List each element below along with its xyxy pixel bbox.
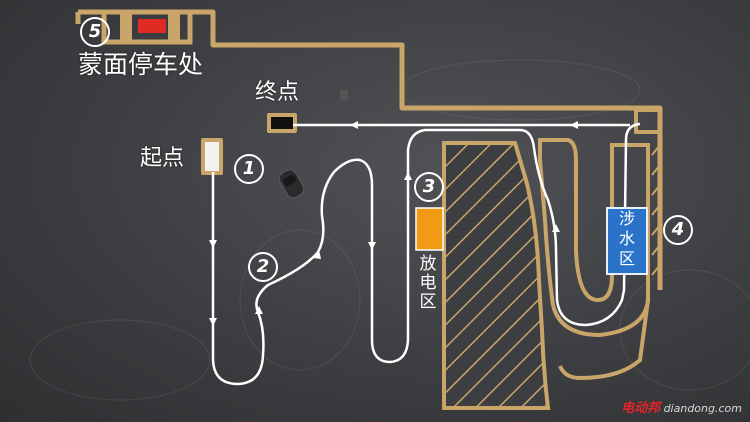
water-zone-char-1: 涉 <box>618 209 635 228</box>
edge-ticks <box>651 144 661 276</box>
finish-label: 终点 <box>255 80 300 105</box>
watermark-brand: 电动邦 <box>621 401 661 416</box>
course-boundary <box>75 9 663 290</box>
watermark: 电动邦 diandong.com <box>621 397 742 416</box>
discharge-box <box>415 207 444 251</box>
marker-5: 5 <box>80 17 110 47</box>
covered-parking-label: 蒙面停车处 <box>78 50 204 79</box>
finish-flag-icon <box>340 90 348 100</box>
marker-1: 1 <box>234 154 264 184</box>
discharge-zone-label: 放电区 <box>419 254 437 312</box>
water-zone-char-3: 区 <box>618 249 635 268</box>
right-loop-boundary <box>538 138 650 338</box>
watermark-domain: diandong.com <box>663 402 742 415</box>
marker-4: 4 <box>663 215 693 245</box>
hatched-obstacle <box>442 141 551 410</box>
marker-2: 2 <box>248 252 278 282</box>
marker-3: 3 <box>414 172 444 202</box>
water-zone-char-2: 水 <box>618 229 635 248</box>
direction-arrows <box>209 121 578 326</box>
water-zone-box: 涉 水 区 <box>606 207 648 275</box>
covered-parking-box <box>101 9 193 45</box>
car <box>278 169 305 199</box>
start-label: 起点 <box>140 146 185 171</box>
